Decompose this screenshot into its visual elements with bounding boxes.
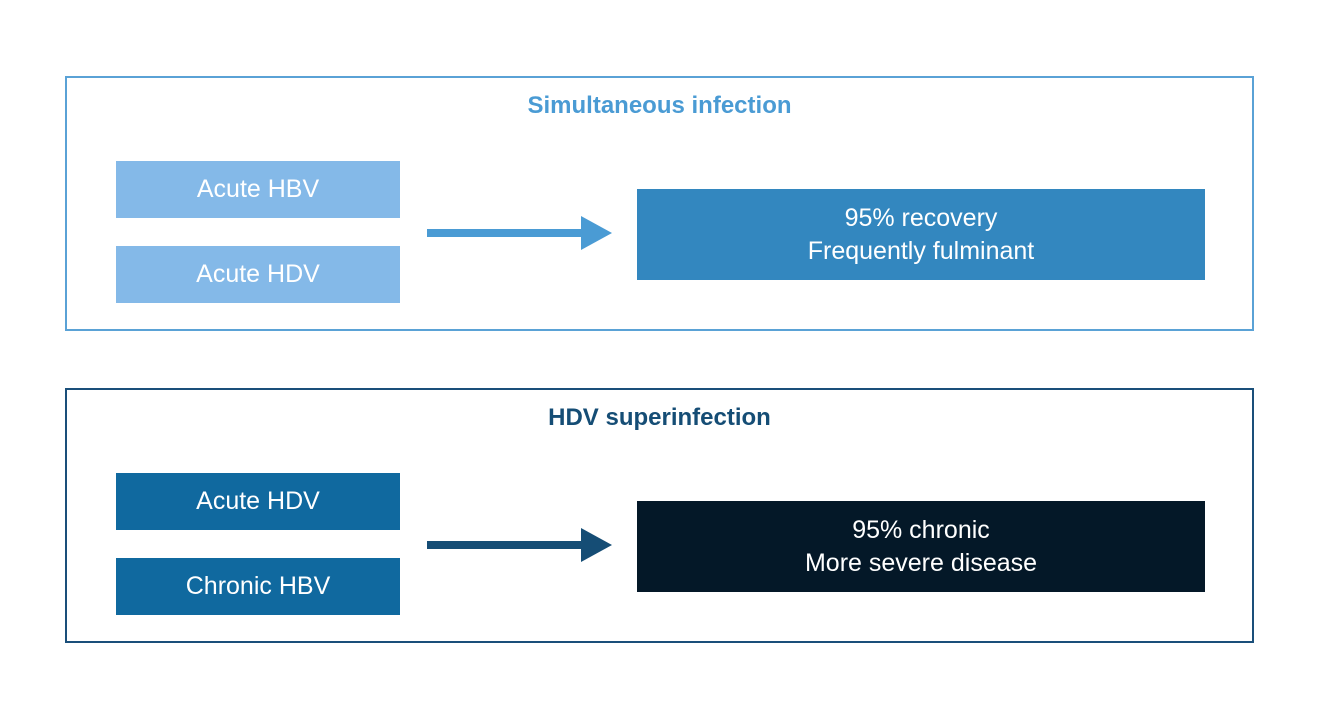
arrow-right-icon — [427, 216, 612, 250]
outcome-box: 95% chronic More severe disease — [637, 501, 1205, 592]
input-box-acute-hbv: Acute HBV — [116, 161, 400, 218]
outcome-line-2: Frequently fulminant — [807, 236, 1035, 265]
input-box-chronic-hbv: Chronic HBV — [116, 558, 400, 615]
panel-title: Simultaneous infection — [527, 92, 792, 119]
arrow-right-icon — [427, 528, 612, 562]
outcome-box: 95% recovery Frequently fulminant — [637, 189, 1205, 280]
panel-title: HDV superinfection — [548, 404, 771, 431]
outcome-line-2: More severe disease — [804, 548, 1038, 577]
outcome-line-1: 95% recovery — [844, 204, 998, 232]
input-box-acute-hdv: Acute HDV — [116, 473, 400, 530]
outcome-line-1: 95% chronic — [852, 516, 990, 544]
simultaneous-infection-panel: Simultaneous infection Acute HBV Acute H… — [65, 76, 1254, 331]
input-box-acute-hdv: Acute HDV — [116, 246, 400, 303]
hdv-superinfection-panel: HDV superinfection Acute HDV Chronic HBV… — [65, 388, 1254, 643]
